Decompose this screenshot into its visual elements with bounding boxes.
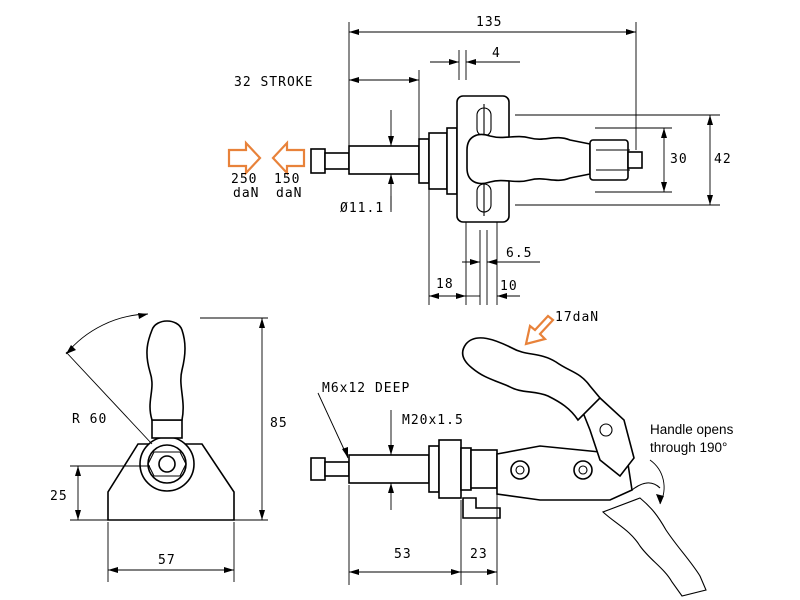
dim-inner-height: 30 <box>670 152 688 167</box>
side-view: 53 23 M6x12 DEEP M20x1.5 17daN Handle op… <box>310 310 734 597</box>
push-force-arrow-icon <box>227 140 262 176</box>
dim-thread-spec: M6x12 DEEP <box>322 381 410 396</box>
dim-radius: R 60 <box>72 412 107 427</box>
side-plunger-tip <box>310 457 326 481</box>
push-force-value: 250 <box>231 172 257 187</box>
side-lever <box>576 397 635 478</box>
dim-plunger-diameter: Ø11.1 <box>340 201 384 216</box>
dim-plunger-length: 53 <box>394 547 412 562</box>
top-mount-nut <box>418 138 430 184</box>
top-plunger-rod <box>324 152 350 170</box>
handle-force-arrow-icon <box>524 314 555 346</box>
side-body <box>470 449 498 489</box>
dim-gap-top: 4 <box>492 46 501 61</box>
handle-note-line1: Handle opens <box>650 422 734 437</box>
top-nut-body <box>446 127 458 195</box>
end-nut <box>147 451 187 477</box>
push-force-unit: daN <box>233 186 259 201</box>
top-plunger-sleeve <box>348 145 420 175</box>
dim-overall-length: 135 <box>476 15 502 30</box>
dim-base-height: 25 <box>50 489 68 504</box>
top-thread <box>428 132 448 190</box>
dim-base-offset: 18 <box>436 277 454 292</box>
dim-mount-thread: M20x1.5 <box>402 413 464 428</box>
side-pivot-2 <box>573 460 593 480</box>
top-handle-grip <box>466 133 591 185</box>
dim-height-total: 85 <box>270 416 288 431</box>
side-handle-grip <box>461 337 602 422</box>
opened-handle-phantom <box>601 497 707 597</box>
dim-flange-width: 10 <box>500 279 518 294</box>
pull-force-arrow-icon <box>271 140 306 176</box>
side-bracket <box>462 497 501 519</box>
top-handle-end <box>627 151 643 169</box>
side-plunger-sleeve <box>348 454 430 484</box>
dim-base-width: 57 <box>158 553 176 568</box>
side-thread <box>438 439 462 499</box>
dim-body-length: 23 <box>470 547 488 562</box>
handle-force-value: 17daN <box>555 310 599 325</box>
end-plunger <box>158 455 176 473</box>
top-linkage <box>589 139 629 181</box>
dim-bolt-spacing: 6.5 <box>506 246 532 261</box>
top-view: 135 4 32 STROKE 30 42 <box>227 15 732 305</box>
side-nut <box>428 445 440 493</box>
end-neck <box>151 419 183 439</box>
side-pivot-1 <box>510 460 530 480</box>
side-plunger-rod <box>324 461 350 477</box>
pull-force-value: 150 <box>274 172 300 187</box>
end-handle-grip <box>146 320 186 421</box>
pull-force-unit: daN <box>276 186 302 201</box>
top-plunger-tip <box>310 148 326 174</box>
end-view: R 60 85 25 57 <box>50 313 288 582</box>
dim-stroke: 32 STROKE <box>234 75 313 90</box>
handle-note-line2: through 190° <box>650 440 727 455</box>
side-nut-right <box>460 447 472 491</box>
dim-outer-height: 42 <box>714 152 732 167</box>
